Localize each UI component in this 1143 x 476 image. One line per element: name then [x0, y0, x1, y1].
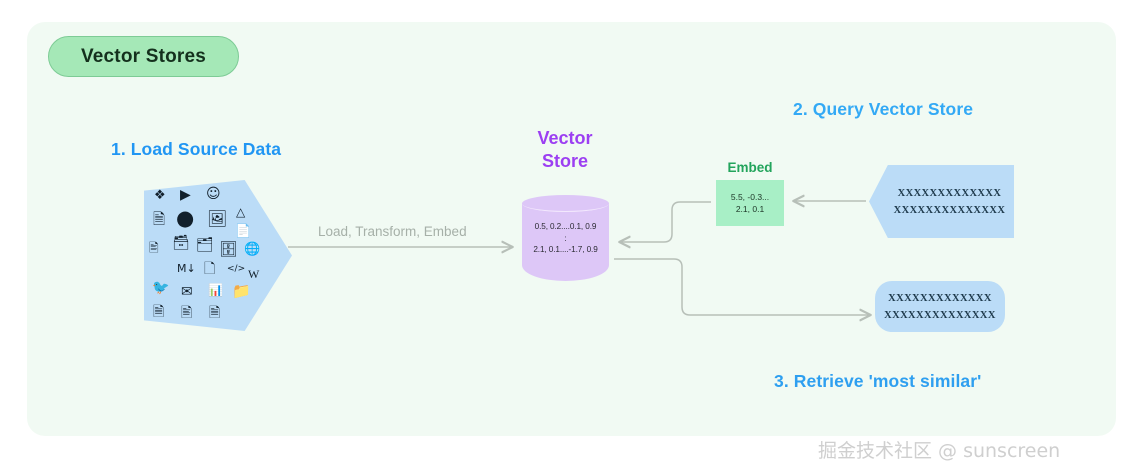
- vector-values: 0.5, 0.2....0.1, 0.9 : 2.1, 0.1....-1.7,…: [522, 221, 609, 256]
- query-text-line1: XXXXXXXXXXXXX: [897, 187, 1002, 199]
- vector-line-3: 2.1, 0.1....-1.7, 0.9: [533, 245, 598, 254]
- load-transform-embed-label: Load, Transform, Embed: [318, 224, 467, 239]
- wikipedia-icon: W: [248, 267, 260, 281]
- archive-icon: 🗄: [219, 240, 239, 258]
- watermark: 掘金技术社区 @ sunscreen: [818, 440, 1061, 462]
- retrieved-result-pill: XXXXXXXXXXXXX XXXXXXXXXXXXXX: [875, 281, 1005, 332]
- result-text-line1: XXXXXXXXXXXXX: [888, 292, 992, 304]
- embed-box: 5.5, -0.3... 2.1, 0.1: [716, 180, 784, 226]
- file-icon: 🗎: [153, 210, 166, 228]
- youtube-icon: ▶: [180, 187, 191, 203]
- notion-icon: 🗂: [196, 237, 214, 253]
- database-icon: 🗃: [172, 235, 190, 251]
- html-code-icon: </>: [227, 264, 246, 274]
- embed-label: Embed: [727, 160, 773, 175]
- list-file-icon: 🖹: [181, 305, 193, 321]
- vector-line-1: 0.5, 0.2....0.1, 0.9: [534, 222, 597, 231]
- vector-store-title-line1: Vector: [537, 128, 593, 148]
- step-2-heading: 2. Query Vector Store: [793, 99, 974, 119]
- cylinder-top-ellipse: [522, 195, 609, 212]
- blank-file-icon: 🗎: [153, 304, 165, 320]
- markdown-icon: M↓: [177, 262, 196, 275]
- result-text-line2: XXXXXXXXXXXXXX: [884, 309, 996, 321]
- page-file-icon: 🗎: [209, 305, 221, 321]
- json-file-icon: 🗋: [204, 261, 216, 277]
- folder-icon: 📁: [232, 282, 251, 300]
- vector-line-2: :: [564, 233, 567, 243]
- slack-icon: ❖: [154, 188, 166, 203]
- query-input-shape: XXXXXXXXXXXXX XXXXXXXXXXXXXX: [869, 165, 1014, 238]
- github-icon: ●: [176, 206, 195, 230]
- vector-stores-badge: Vector Stores: [48, 36, 239, 77]
- cylinder-body: [522, 203, 609, 281]
- image-icon: 🖼: [207, 209, 228, 228]
- globe-icon: 🌐: [244, 242, 261, 257]
- discord-icon: ☺: [206, 186, 221, 202]
- google-drive-icon: △: [236, 205, 246, 219]
- query-text-line2: XXXXXXXXXXXXXX: [893, 204, 1006, 216]
- document-icon: 🖹: [149, 241, 159, 255]
- step-3-heading: 3. Retrieve 'most similar': [774, 371, 982, 391]
- vector-store-cylinder: 0.5, 0.2....0.1, 0.9 : 2.1, 0.1....-1.7,…: [522, 195, 609, 289]
- csv-file-icon: 📄: [235, 224, 252, 239]
- embed-values-line1: 5.5, -0.3...: [730, 192, 770, 202]
- vector-store-title-line2: Store: [541, 151, 588, 171]
- source-icon-grid: ❖ ▶ ☺ 🗎 ● 🖼 △ 📄 🖹 🗃 🗂 🗄 🌐 M↓ 🗋 </> W 🐦 ✉…: [144, 180, 292, 331]
- slides-icon: 📊: [208, 283, 223, 297]
- twitter-icon: 🐦: [152, 280, 170, 296]
- embed-values-line2: 2.1, 0.1: [735, 204, 765, 214]
- email-icon: ✉: [181, 284, 193, 300]
- step-1-heading: 1. Load Source Data: [111, 139, 282, 159]
